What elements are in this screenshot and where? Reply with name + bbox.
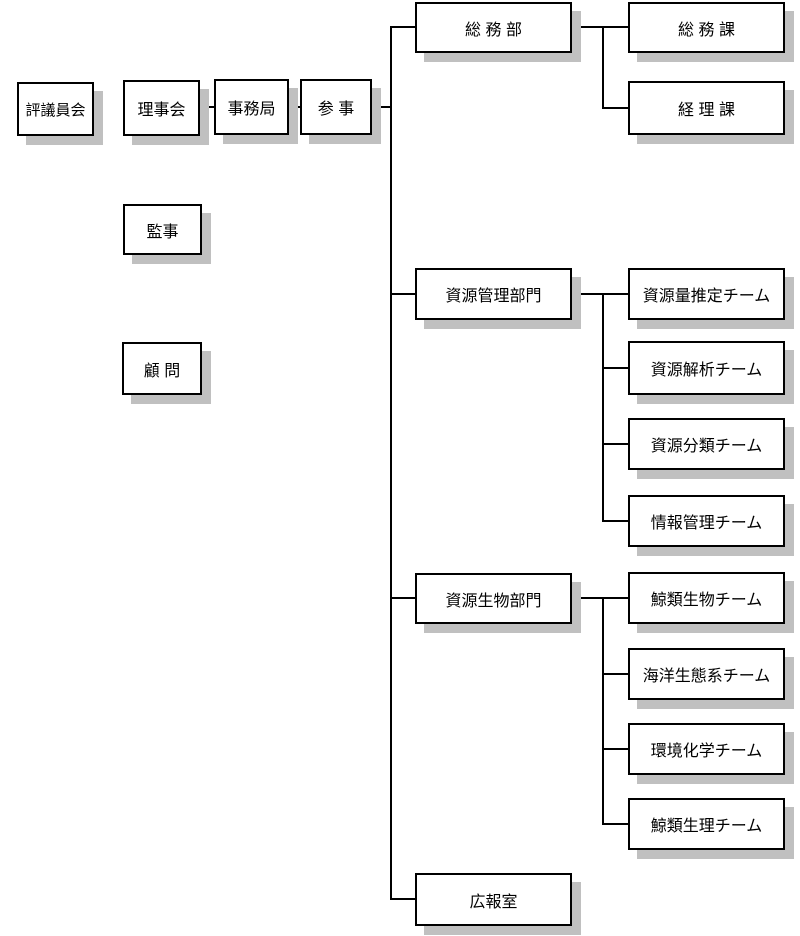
- org-box-cetacean-physiology-team: 鯨類生理チーム: [628, 798, 785, 850]
- org-box-stock-estimation-team: 資源量推定チーム: [628, 268, 785, 320]
- org-box-advisor-label: 顧 問: [143, 362, 181, 380]
- connector-resource-management-team1: [571, 293, 629, 295]
- connector-secretariat-counselor: [288, 106, 301, 108]
- org-box-resource-biology-div-label: 資源生物部門: [445, 592, 542, 610]
- connector-branch-environmental-chemistry: [602, 748, 629, 750]
- org-box-resource-classification-team-label: 資源分類チーム: [650, 438, 763, 455]
- org-box-auditor: 監事: [123, 204, 202, 255]
- org-box-advisor: 顧 問: [122, 342, 202, 395]
- org-box-general-affairs-section-label: 総 務 課: [678, 21, 735, 39]
- connector-trunk-resource-management: [390, 293, 416, 295]
- connector-branch-resource-analysis: [602, 367, 629, 369]
- connector-branch-information-management: [602, 520, 629, 522]
- connector-branch-accounting-section: [602, 107, 629, 109]
- org-box-accounting-section-label: 経 理 課: [678, 102, 735, 119]
- org-box-stock-estimation-team-label: 資源量推定チーム: [642, 288, 771, 305]
- connector-branch-cetacean-physiology: [602, 823, 629, 825]
- org-box-public-relations-office-label: 広報室: [469, 893, 518, 911]
- org-box-auditor-label: 監事: [146, 223, 179, 241]
- org-box-information-management-team-label: 情報管理チーム: [650, 515, 763, 532]
- org-box-resource-management-div-label: 資源管理部門: [445, 288, 542, 305]
- org-box-resource-analysis-team: 資源解析チーム: [628, 341, 785, 395]
- org-box-environmental-chemistry-team-label: 環境化学チーム: [650, 743, 763, 760]
- org-box-board-label: 理事会: [137, 102, 186, 119]
- org-box-board: 理事会: [123, 80, 200, 136]
- connector-board-secretariat: [199, 106, 215, 108]
- org-box-resource-classification-team: 資源分類チーム: [628, 418, 785, 470]
- org-box-cetacean-biology-team-label: 鯨類生物チーム: [650, 592, 763, 609]
- org-box-general-affairs-dept-label: 総 務 部: [465, 21, 522, 39]
- org-box-marine-ecosystem-team-label: 海洋生態系チーム: [642, 668, 771, 685]
- org-box-resource-management-div: 資源管理部門: [415, 268, 572, 320]
- trunk-line: [390, 26, 392, 900]
- connector-branch-marine-ecosystem: [602, 673, 629, 675]
- connector-branch-resource-classification: [602, 443, 629, 445]
- org-box-resource-analysis-team-label: 資源解析チーム: [650, 362, 763, 379]
- branch-line-resource-management: [602, 293, 604, 522]
- connector-trunk-resource-biology: [390, 597, 416, 599]
- org-box-information-management-team: 情報管理チーム: [628, 495, 785, 547]
- connector-resource-biology-team1: [571, 597, 629, 599]
- org-box-cetacean-physiology-team-label: 鯨類生理チーム: [650, 818, 763, 835]
- org-box-marine-ecosystem-team: 海洋生態系チーム: [628, 648, 785, 700]
- connector-trunk-public-relations: [390, 898, 416, 900]
- branch-line-resource-biology: [602, 597, 604, 825]
- org-box-council: 評議員会: [17, 82, 94, 136]
- org-box-secretariat: 事務局: [214, 79, 289, 135]
- org-box-counselor-label: 参 事: [317, 101, 355, 118]
- connector-general-affairs-dept-section: [571, 26, 629, 28]
- org-box-counselor: 参 事: [300, 79, 372, 135]
- org-box-resource-biology-div: 資源生物部門: [415, 573, 572, 624]
- org-box-public-relations-office: 広報室: [415, 873, 572, 926]
- branch-line-general-affairs: [602, 26, 604, 109]
- connector-counselor-trunk: [371, 106, 391, 108]
- org-box-environmental-chemistry-team: 環境化学チーム: [628, 723, 785, 775]
- org-box-council-label: 評議員会: [25, 101, 86, 119]
- org-box-secretariat-label: 事務局: [227, 101, 276, 118]
- connector-trunk-general-affairs-dept: [390, 26, 416, 28]
- org-box-general-affairs-section: 総 務 課: [628, 2, 785, 53]
- org-box-general-affairs-dept: 総 務 部: [415, 2, 572, 53]
- org-box-cetacean-biology-team: 鯨類生物チーム: [628, 572, 785, 624]
- org-box-accounting-section: 経 理 課: [628, 81, 785, 135]
